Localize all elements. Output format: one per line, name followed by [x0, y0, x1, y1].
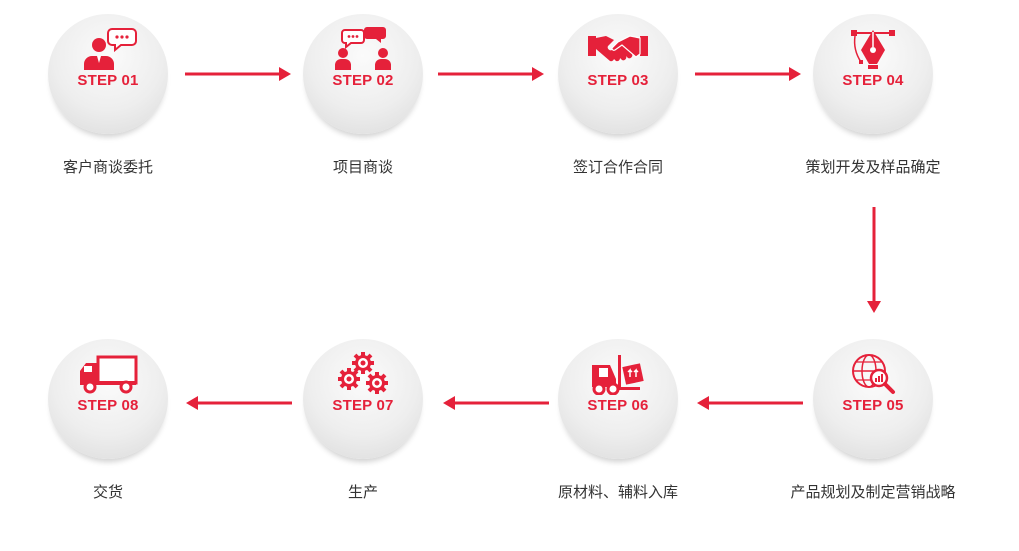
pen-tool-icon [851, 30, 895, 69]
delivery-truck-icon [80, 355, 138, 394]
step-circle: STEP 02 [303, 14, 423, 134]
step-label: STEP 02 [332, 72, 394, 89]
forklift-icon [592, 355, 644, 395]
left-arrow-icon [443, 396, 549, 410]
step-circle: STEP 05 [813, 339, 933, 459]
step-caption: 签订合作合同 [572, 158, 663, 176]
step-caption: 产品规划及制定营销战略 [790, 483, 956, 501]
step-label: STEP 01 [77, 72, 139, 89]
handshake-icon [588, 35, 648, 62]
step-caption: 原材料、辅料入库 [557, 483, 678, 501]
globe-search-icon [852, 354, 895, 394]
gears-icon [338, 352, 388, 394]
left-arrow-icon [186, 396, 292, 410]
down-arrow-icon [867, 207, 881, 313]
step-label: STEP 07 [332, 397, 394, 414]
step-caption: 项目商谈 [332, 158, 393, 176]
step-caption: 生产 [347, 483, 378, 501]
step-label: STEP 08 [77, 397, 139, 414]
right-arrow-icon [185, 67, 291, 81]
step-circle: STEP 03 [558, 14, 678, 134]
step-circle: STEP 07 [303, 339, 423, 459]
step-caption: 交货 [92, 483, 123, 501]
step-circle: STEP 04 [813, 14, 933, 134]
step-label: STEP 06 [587, 397, 649, 414]
step-label: STEP 03 [587, 72, 649, 89]
consultant-speech-icon [84, 28, 137, 70]
step-label: STEP 05 [842, 397, 904, 414]
right-arrow-icon [695, 67, 801, 81]
step-label: STEP 04 [842, 72, 904, 89]
left-arrow-icon [697, 396, 803, 410]
step-caption: 客户商谈委托 [62, 158, 153, 176]
step-circle: STEP 06 [558, 339, 678, 459]
two-people-talking-icon [335, 27, 391, 70]
right-arrow-icon [438, 67, 544, 81]
step-circle: STEP 08 [48, 339, 168, 459]
step-circle: STEP 01 [48, 14, 168, 134]
step-caption: 策划开发及样品确定 [805, 158, 941, 176]
